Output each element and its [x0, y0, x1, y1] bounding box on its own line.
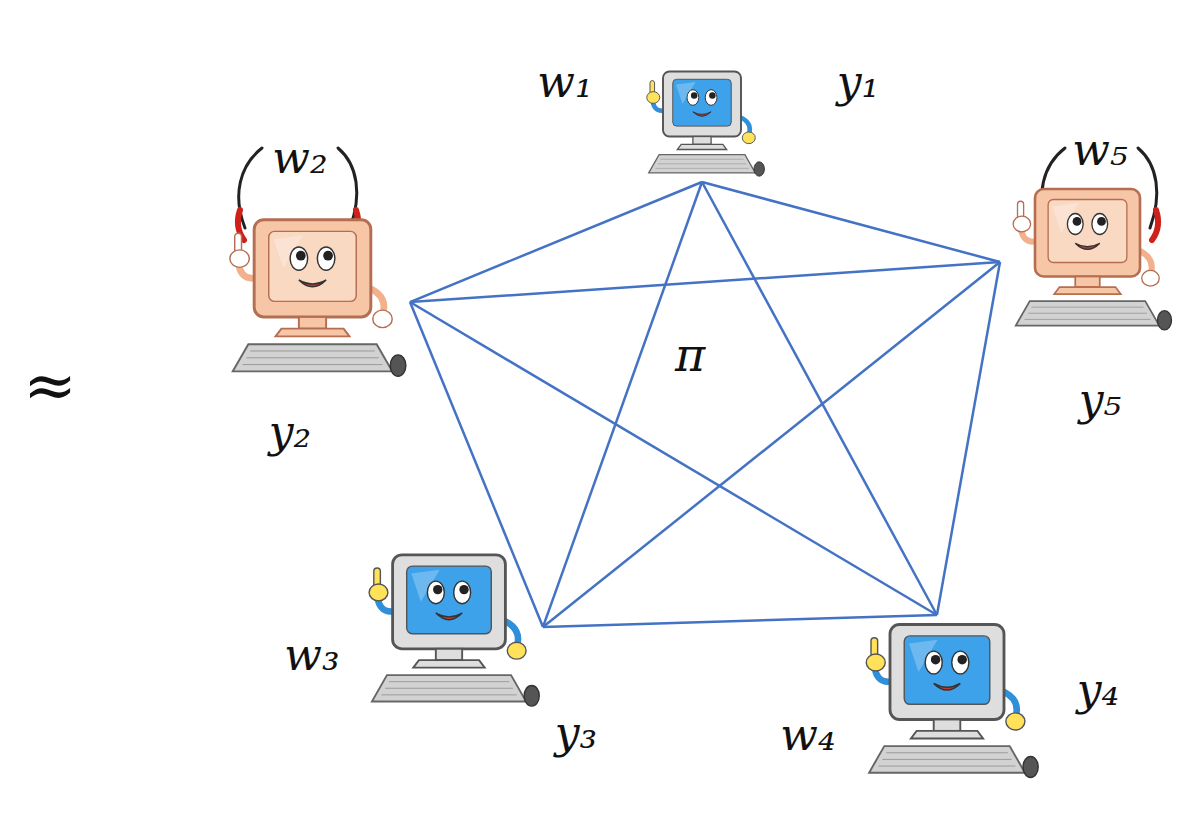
computer-illustration [1000, 180, 1175, 338]
computer-node: w₅y₅ [1000, 180, 1175, 338]
output-label: y₃ [555, 711, 598, 755]
computer-illustration [637, 65, 767, 182]
network-link [410, 262, 1000, 302]
network-link [702, 182, 1000, 262]
input-label: w₂ [272, 136, 327, 180]
computer-node: w₃y₃ [355, 545, 543, 715]
network-link [543, 615, 937, 627]
input-label: w₄ [780, 713, 835, 757]
computer-illustration [215, 210, 410, 385]
computer-illustration [355, 545, 543, 715]
input-label: w₁ [537, 60, 592, 104]
approx-symbol: ≈ [23, 353, 77, 417]
output-label: y₂ [269, 410, 312, 454]
network-link [543, 182, 702, 627]
output-label: y₄ [1077, 668, 1120, 712]
computer-node: w₁y₁ [637, 65, 767, 182]
input-label: w₃ [284, 633, 339, 677]
computer-illustration [852, 615, 1042, 786]
input-label: w₅ [1072, 128, 1127, 172]
network-link [937, 262, 1000, 615]
network-link [543, 262, 1000, 627]
output-label: y₁ [837, 60, 880, 104]
output-label: y₅ [1079, 378, 1122, 422]
computer-node: w₂y₂ [215, 210, 410, 385]
protocol-label: π [675, 332, 705, 378]
network-link [702, 182, 937, 615]
computer-node: w₄y₄ [852, 615, 1042, 786]
